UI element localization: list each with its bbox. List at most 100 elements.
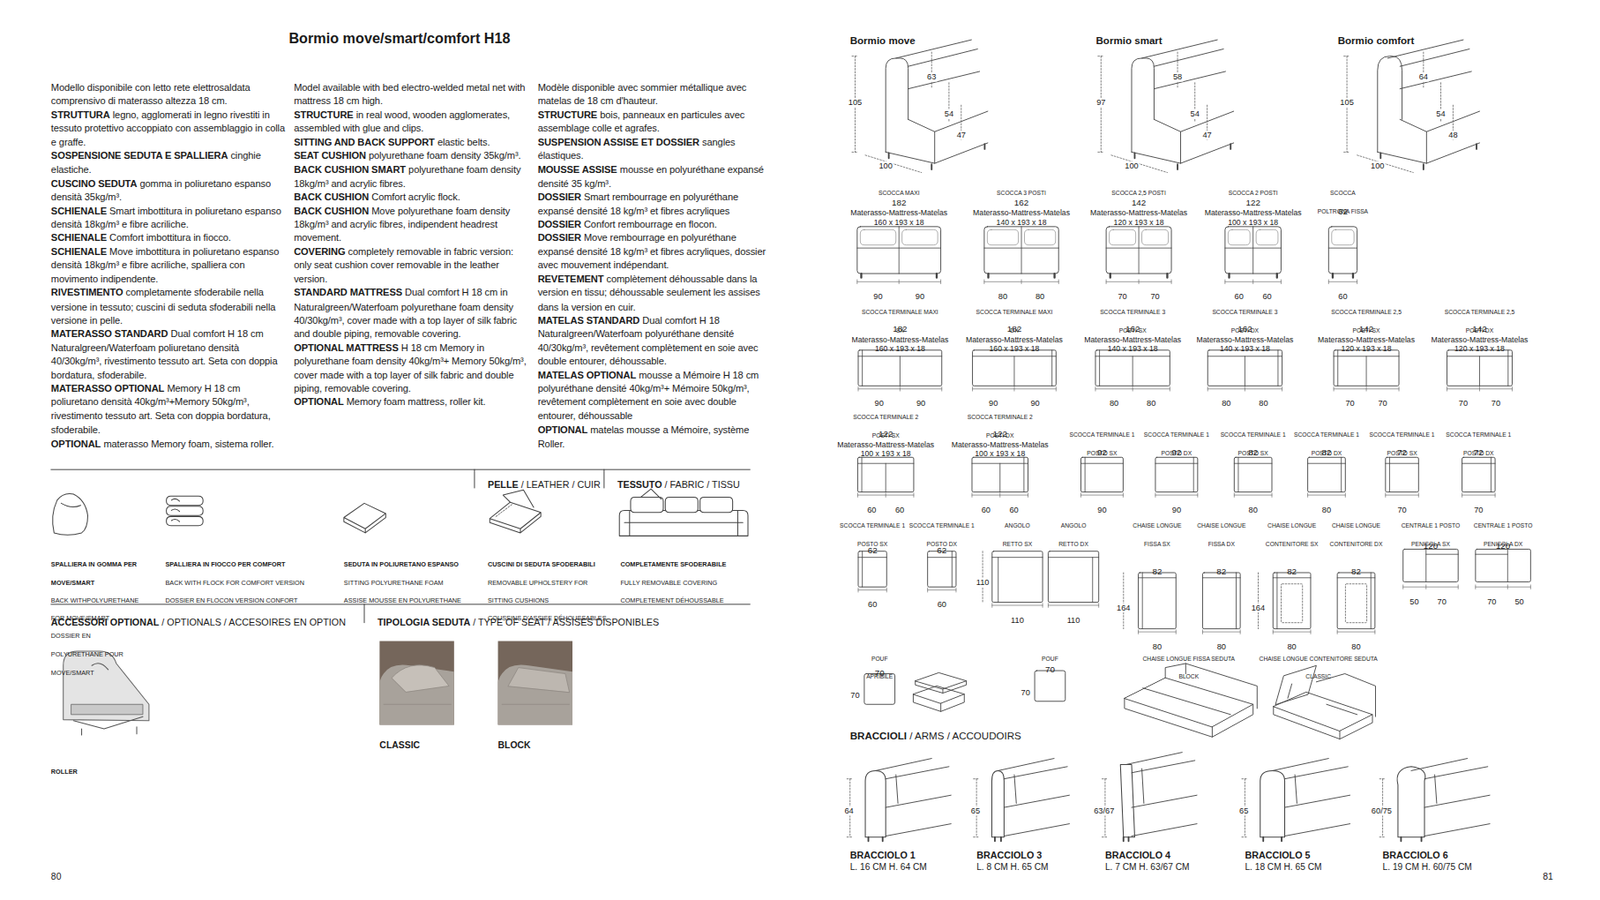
text-line: POUF	[1029, 645, 1070, 664]
module-width: 142	[1472, 323, 1487, 335]
dimension-label: 60	[980, 505, 993, 515]
mattress-size: 160 x 193 x 18	[874, 216, 925, 226]
sofa-side-body	[885, 39, 988, 164]
text-group: 64	[1418, 65, 1430, 83]
dimension-label: 60/75	[1370, 806, 1393, 815]
dimension-line	[1233, 493, 1272, 498]
chaise-storage-lid	[1275, 665, 1316, 704]
module-width: 92	[1171, 447, 1182, 458]
text-line: CHAISE LONGUE CONTENITORE SEDUTA CLASSIC	[1256, 645, 1380, 682]
sofa-side-back	[1377, 56, 1403, 153]
module-plan	[1080, 456, 1123, 492]
text-line: 90	[1096, 498, 1108, 516]
text-group: 182	[891, 190, 906, 209]
text-group: 70	[1396, 498, 1408, 516]
cushion-photo	[391, 665, 449, 693]
dimension-label: 90	[987, 398, 1000, 408]
text-line: 60	[867, 592, 879, 611]
text-line: 70	[1472, 498, 1485, 516]
spec-heading: MATELAS OPTIONAL	[538, 368, 636, 381]
text-line: SEDUTA IN POLIURETANO ESPANSO	[343, 552, 477, 570]
text-group: 63/67	[1092, 799, 1115, 817]
text-group: 140 x 193 x 18	[1107, 336, 1159, 354]
text-line: SPALLIERA IN FIOCCO PER COMFORT	[164, 552, 319, 570]
text-group: 54	[1188, 102, 1201, 120]
text-group: Materasso-Mattress-Matelas	[1196, 327, 1294, 345]
dimension-label: 70	[1116, 291, 1129, 301]
text-group: 100 x 193 x 18	[860, 441, 912, 459]
text-group: 120 x 193 x 18	[1454, 336, 1505, 354]
dimension-line	[1155, 493, 1198, 498]
text-line: 164	[1250, 596, 1267, 614]
spec-text: Memory foam mattress, roller kit.	[346, 396, 486, 408]
arm-end-line	[1193, 456, 1195, 492]
flock-roll-icon	[166, 495, 204, 505]
text-line: 100 x 193 x 18	[974, 441, 1025, 459]
sofa-leg	[1229, 273, 1278, 278]
text-group: 100 x 193 x 18	[1227, 209, 1279, 228]
text-group: 90	[872, 284, 884, 303]
text-line: 120	[1495, 534, 1511, 553]
sofa-arm-photo	[498, 665, 573, 726]
spec-heading: MATERASSO STANDARD	[51, 328, 169, 340]
text-line: 100 x 193 x 18	[860, 441, 912, 459]
spec-heading: SEAT CUSHION	[293, 149, 367, 162]
dimension-line	[1403, 584, 1458, 590]
dimension-label: 80	[1257, 398, 1270, 408]
mattress-size: 120 x 193 x 18	[1454, 343, 1505, 352]
module-plan	[858, 350, 943, 386]
text-line: COMPLETEMENT DÉHOUSSABLE	[620, 588, 748, 606]
spec-column: Model available with bed electro-welded …	[293, 79, 531, 408]
spec-heading: STRUCTURE	[293, 109, 353, 121]
sofa-side-back	[885, 58, 908, 152]
icon-caption: FULLY REMOVABLE COVERING	[620, 577, 718, 585]
module-name: SCOCCA TERMINALE 1 POSTO DX	[909, 522, 975, 546]
module-plan	[1155, 456, 1198, 492]
module-width: 142	[1131, 196, 1146, 208]
text-line: Materasso-Mattress-Matelas	[1431, 327, 1529, 345]
module-width: 162	[1125, 323, 1140, 335]
text-group: SCOCCA TERMINALE 1 POSTO DX	[909, 513, 975, 550]
dimension-label: 70	[1376, 398, 1389, 408]
module-name: CHAISE LONGUE FISSA SEDUTA BLOCK	[1142, 655, 1235, 680]
text-group: CHAISE LONGUE FISSA SX	[1126, 513, 1188, 550]
mattress-size: Materasso-Mattress-Matelas	[1204, 207, 1302, 217]
spec-text: elastic belts.	[437, 136, 490, 149]
text-group: 110	[1066, 608, 1082, 627]
dimension-line	[1328, 279, 1357, 285]
text-line: 72	[1397, 441, 1407, 459]
arm-end-line	[951, 551, 953, 587]
text-group: 122	[1245, 190, 1260, 209]
armrest-front	[1120, 764, 1135, 838]
dimension-line	[1333, 386, 1399, 391]
text-group: 47	[955, 123, 967, 142]
zip-line	[495, 504, 513, 517]
arm-end-line	[861, 350, 863, 386]
sofa-cover-icon	[619, 509, 748, 536]
arm-end-line	[1237, 456, 1239, 492]
dimension-label: 63/67	[1092, 806, 1115, 815]
backrest-line	[1426, 553, 1458, 555]
dimension-label: 70	[1396, 505, 1408, 515]
dimension-label: 90	[1171, 505, 1183, 515]
text-group: 90	[873, 391, 885, 410]
dimension-label: 90	[1096, 505, 1108, 515]
module-width: 82	[1151, 566, 1162, 577]
dimension-label: 70	[1486, 597, 1498, 606]
dimension-label: 70	[1490, 398, 1503, 408]
text-line: 70	[1490, 391, 1503, 410]
seat-type-label: CLASSIC	[379, 740, 420, 751]
text-group: 92	[1171, 441, 1182, 459]
text-group: 142	[1359, 317, 1374, 336]
module-name: CHAISE LONGUE CONTENITORE SX	[1265, 522, 1319, 546]
text-line: 58	[1172, 65, 1184, 83]
model-heading: Bormio comfort	[1338, 34, 1415, 46]
text-group: 82	[1321, 441, 1331, 459]
module-plan	[857, 456, 914, 492]
text-group: SCOCCA MAXI	[847, 180, 950, 199]
spec-text: materasso Memory foam, sistema roller.	[103, 437, 274, 449]
spec-heading: MATERASSO OPTIONAL	[51, 382, 165, 395]
back-cushion-outline	[1256, 229, 1279, 245]
dimension-label: 64	[843, 806, 855, 815]
text-line: 80	[51, 865, 62, 883]
